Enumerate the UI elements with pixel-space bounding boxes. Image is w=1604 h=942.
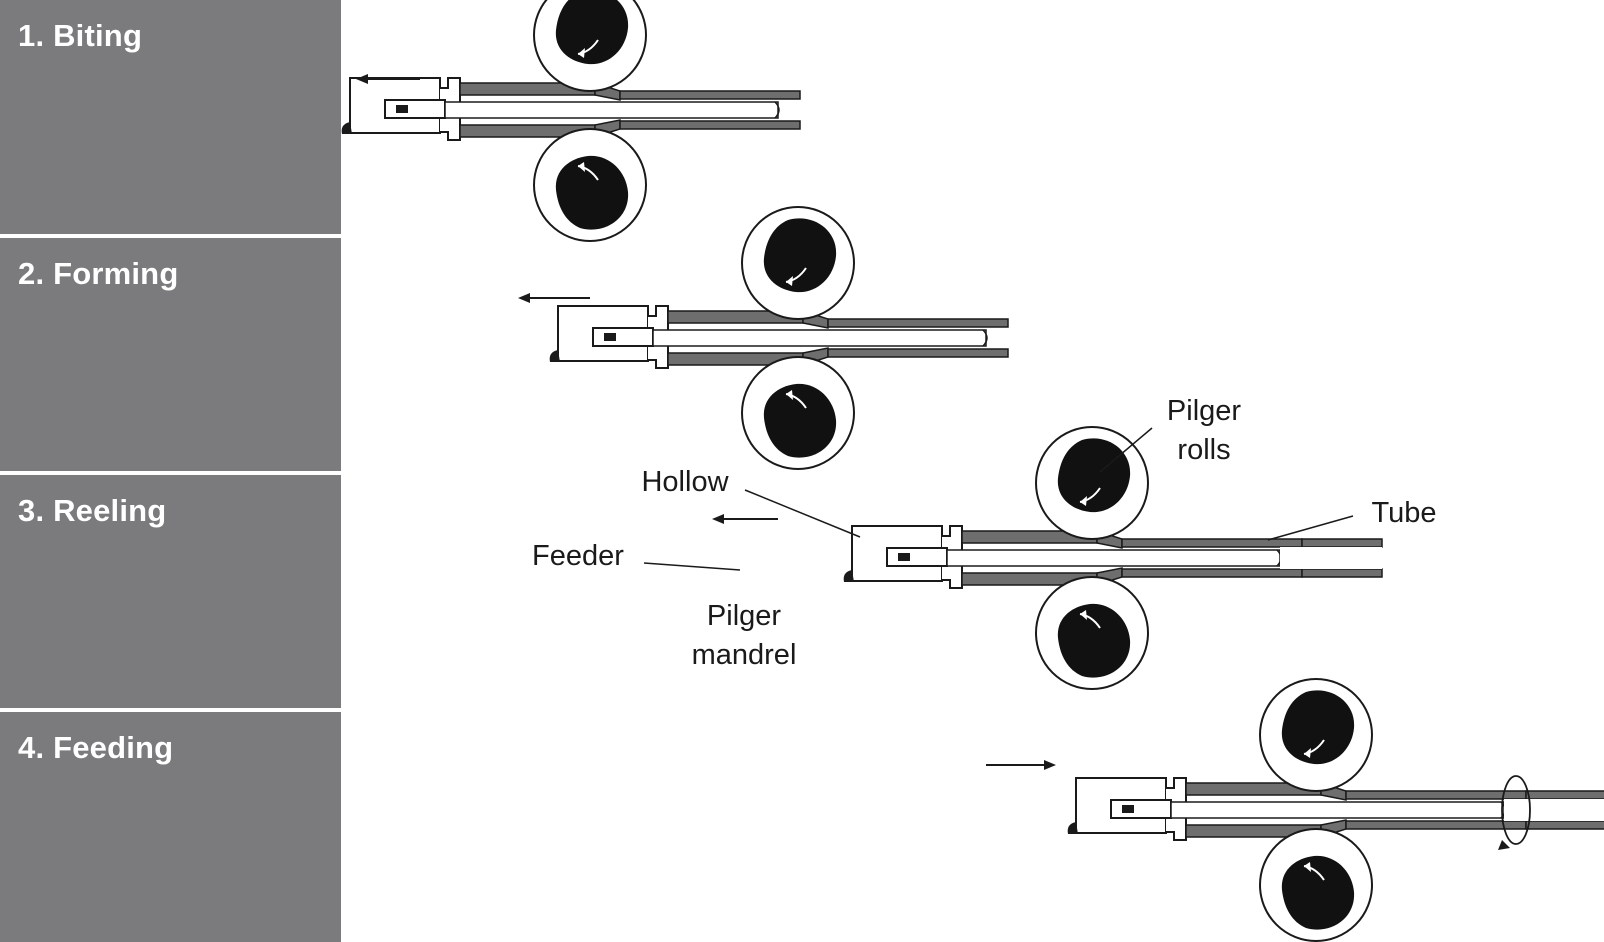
direction-arrow-left (712, 514, 778, 524)
step-panel-column: 1. Biting 2. Forming 3. Reeling 4. Feedi… (0, 0, 341, 942)
hollow-label: Hollow (641, 466, 729, 498)
step-forming-panel: 2. Forming (0, 238, 341, 471)
pilger-rolls-label: rolls (1177, 434, 1230, 466)
pilger-mandrel-label: Pilger (707, 600, 781, 632)
direction-arrow-left (518, 293, 590, 303)
reeling-assembly (842, 426, 1383, 690)
feeding-assembly (1066, 678, 1604, 942)
step-label: 1. Biting (18, 18, 143, 53)
step-feeding-panel: 4. Feeding (0, 712, 341, 942)
pilger-mandrel-label: mandrel (692, 639, 797, 671)
direction-arrow-left (356, 74, 420, 84)
tube-label: Tube (1371, 497, 1436, 529)
forming-assembly (548, 206, 1009, 470)
direction-arrow-right (986, 760, 1056, 770)
step-label: 2. Forming (18, 256, 179, 291)
feeder-label: Feeder (532, 540, 624, 572)
step-reeling-panel: 3. Reeling (0, 475, 341, 708)
step-label: 3. Reeling (18, 493, 167, 528)
step-label: 4. Feeding (18, 730, 174, 765)
biting-assembly (340, 0, 801, 242)
pilger-rolls-label: Pilger (1167, 395, 1241, 427)
label-leaders (643, 427, 1354, 571)
step-biting-panel: 1. Biting (0, 0, 341, 234)
